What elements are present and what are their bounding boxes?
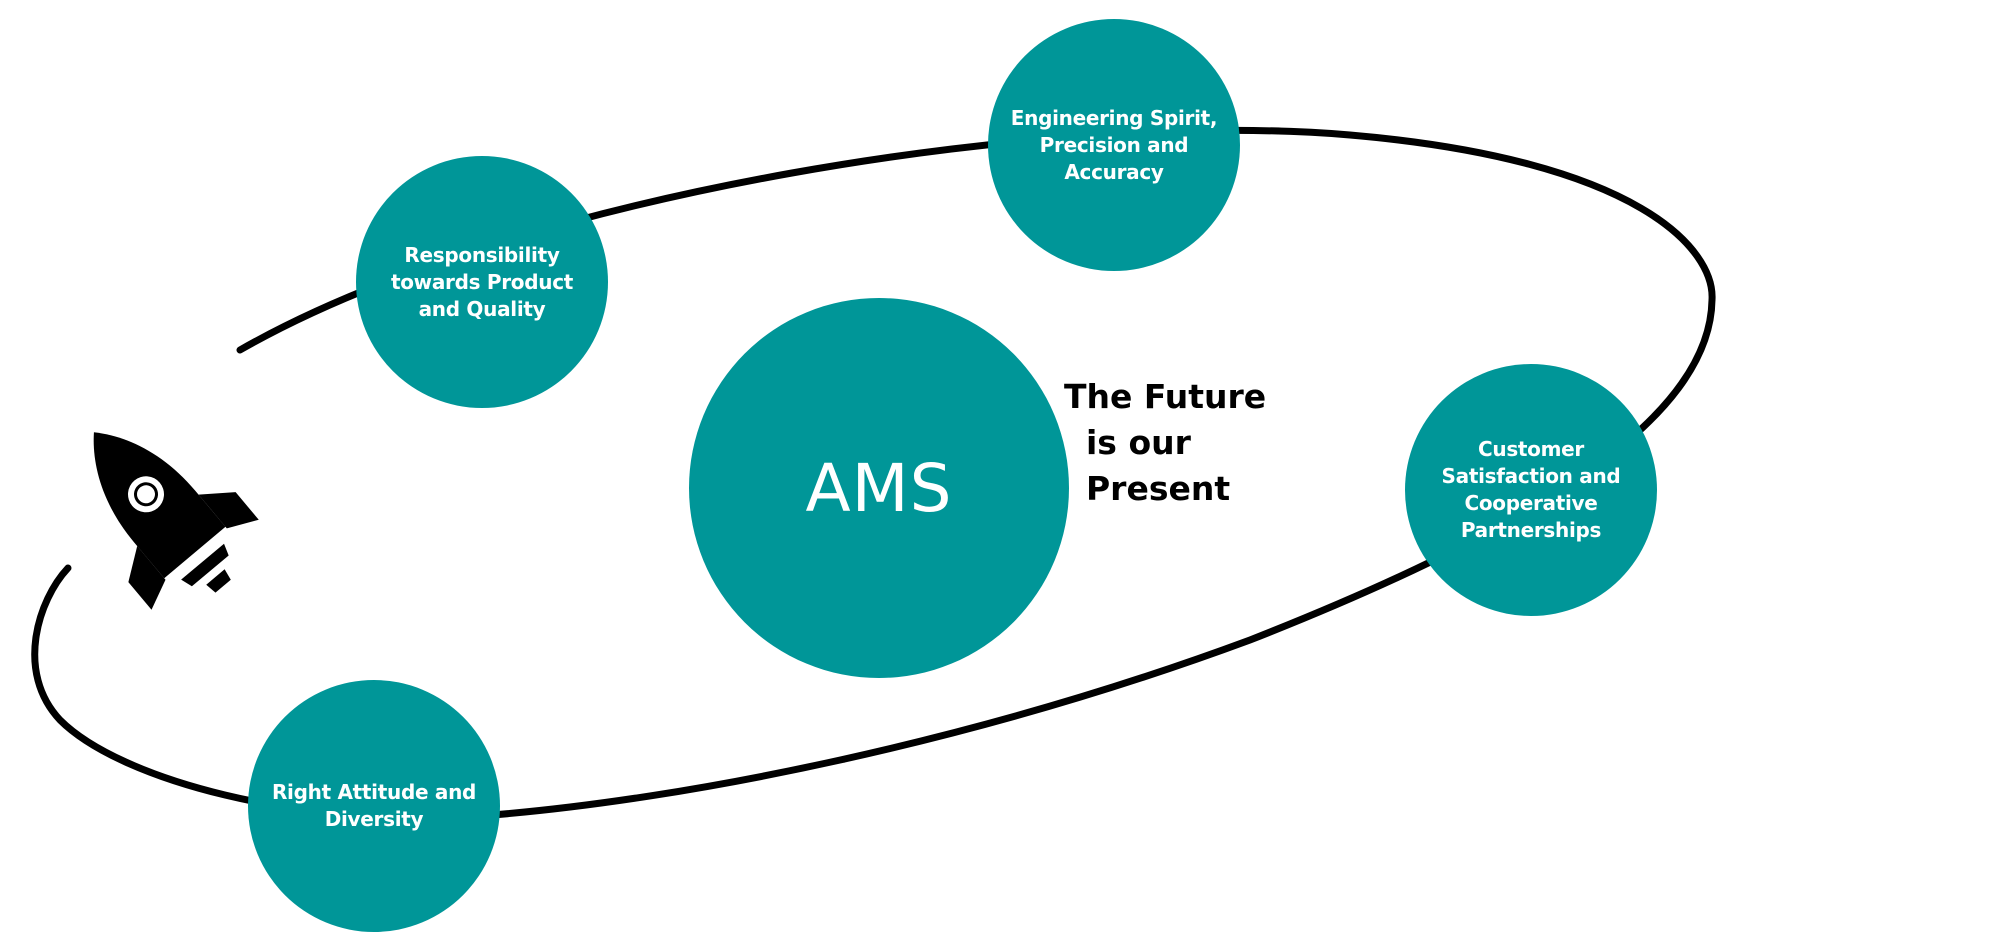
value-node-engineering: Engineering Spirit, Precision and Accura… [988, 19, 1240, 271]
value-label-attitude: Right Attitude and Diversity [271, 780, 477, 831]
tagline-line-3: Present [1086, 469, 1231, 508]
center-node-ams: AMS [689, 298, 1069, 678]
tagline-line-2: is our [1086, 423, 1191, 462]
tagline: The Future is our Present [1064, 374, 1266, 512]
value-label-engineering: Engineering Spirit, Precision and Accura… [1010, 105, 1218, 184]
rocket-icon [93, 432, 259, 610]
value-label-responsibility: Responsibility towards Product and Quali… [390, 242, 574, 321]
value-node-attitude: Right Attitude and Diversity [248, 680, 500, 932]
value-node-customer: Customer Satisfaction and Cooperative Pa… [1405, 364, 1657, 616]
tagline-line-1: The Future [1064, 377, 1267, 416]
value-node-responsibility: Responsibility towards Product and Quali… [356, 156, 608, 408]
value-label-customer: Customer Satisfaction and Cooperative Pa… [1441, 437, 1621, 542]
center-label: AMS [805, 449, 953, 527]
